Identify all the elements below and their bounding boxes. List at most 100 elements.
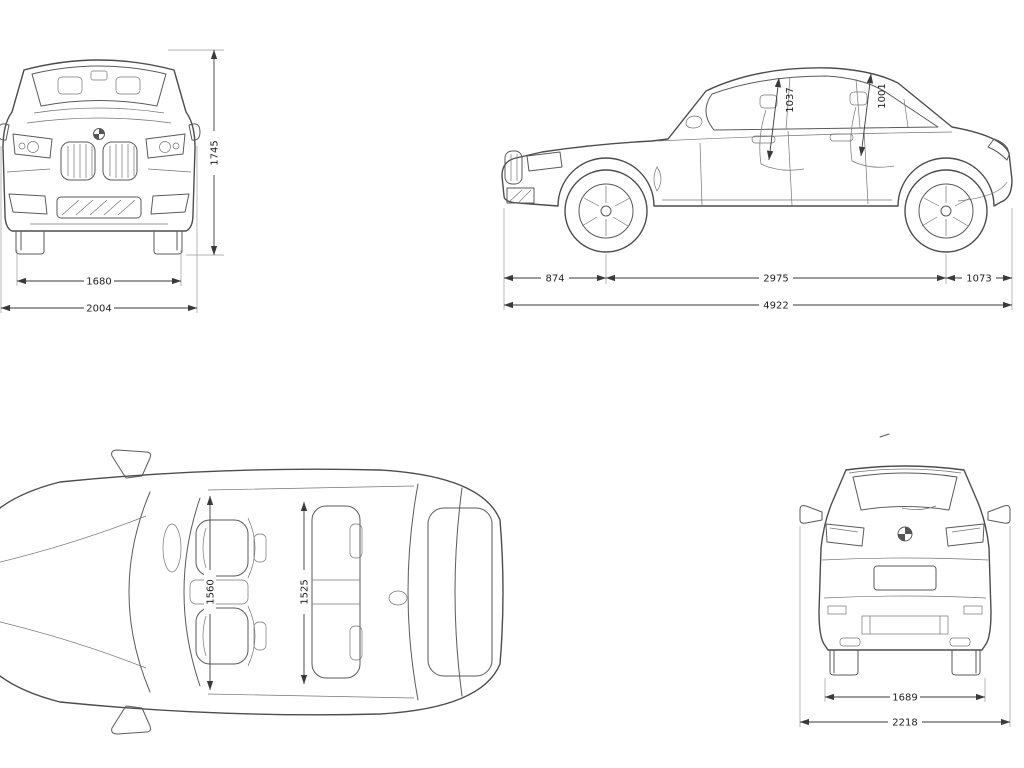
front-view: 1745 1680 2004 (0, 49, 224, 315)
dim-width-with-mirrors-value: 2218 (892, 718, 917, 729)
top-rear-armrest-lines (312, 579, 360, 605)
dim-rear-headroom: 1001 (858, 73, 888, 157)
side-front-wheel (564, 169, 648, 253)
dim-front-headroom: 1037 (766, 77, 796, 161)
top-front-seat-left-back (202, 517, 256, 579)
front-kidney-grille-right (102, 141, 138, 181)
rear-mirror-left (799, 505, 823, 524)
rear-license-recess (873, 565, 937, 591)
side-extension-lines (503, 208, 1013, 310)
side-view: 1037 1001 874 2975 1073 4922 (501, 67, 1013, 312)
dim-overall-height-value: 1745 (210, 140, 221, 165)
side-rear-seat (850, 106, 895, 168)
front-rearview-mirror (90, 70, 108, 81)
dim-front-overhang-value: 874 (545, 274, 564, 285)
rear-mirror-right (987, 505, 1011, 524)
top-mirror-left (111, 449, 151, 479)
rear-wheels (829, 649, 981, 676)
top-windshield-arc (183, 497, 201, 687)
front-headrest-right (115, 76, 141, 95)
top-front-seat-right-headrest (253, 621, 267, 651)
rear-diffuser (861, 615, 949, 635)
front-intake-hatch (61, 199, 136, 216)
top-fuel-cap (388, 590, 408, 606)
side-beltline (657, 131, 953, 142)
top-rear-headrest-right (349, 625, 363, 661)
dim-rear-interior-width-value: 1525 (300, 579, 311, 604)
rear-taillight-left (825, 523, 865, 547)
side-rear-seat-headrest (849, 91, 868, 106)
side-front-seat-headrest (759, 94, 778, 109)
side-kidney-grille (504, 150, 523, 185)
front-headlight-right-lens2 (172, 142, 180, 150)
top-view: 1560 1525 (0, 449, 504, 735)
front-headlight-right-lens (159, 141, 171, 153)
front-side-scoops (8, 193, 190, 215)
side-front-seat (759, 109, 805, 171)
rear-reflector-left (827, 605, 847, 615)
rear-exhaust-right (949, 637, 971, 647)
front-kidney-grille-left (60, 141, 96, 181)
dim-wheelbase-value: 2975 (763, 274, 788, 285)
top-front-seat-right-back (202, 605, 256, 667)
top-front-seat-left (195, 519, 249, 577)
dim-wheelbase: 2975 (605, 272, 947, 285)
side-door-seams (699, 128, 869, 206)
front-headlight-left (12, 133, 53, 159)
side-rear-wheel (904, 169, 988, 253)
top-hood-creases (0, 515, 147, 669)
side-door-handle-rear (829, 133, 854, 142)
dim-overall-length-value: 4922 (763, 301, 788, 312)
top-trunk (427, 507, 493, 677)
brand-roundel-icon (93, 128, 105, 140)
dim-front-interior-width: 1560 (204, 495, 217, 691)
front-bumper-lines (6, 168, 192, 225)
dim-front-overhang: 874 (503, 272, 607, 285)
top-center-console (189, 579, 249, 605)
side-front-intake (506, 187, 535, 204)
rear-antenna-mark (879, 433, 890, 438)
rear-tailgate-seams (821, 557, 989, 599)
rear-spoiler-line (848, 468, 962, 474)
top-rear-bench (311, 505, 361, 679)
front-body-outline (2, 59, 196, 232)
dim-front-headroom-value: 1037 (785, 87, 796, 112)
top-rear-window-arcs (407, 483, 463, 701)
side-taillight (987, 138, 1010, 161)
dim-rear-overhang: 1073 (945, 272, 1013, 285)
dim-overall-width: 2004 (0, 302, 198, 315)
top-front-seat-left-headrest (253, 533, 267, 563)
rear-taillight-right-line (951, 527, 981, 533)
dim-rear-headroom-value: 1001 (877, 83, 888, 108)
side-mirror (685, 115, 703, 129)
rear-extension-lines (799, 526, 1011, 727)
dim-rear-overhang-value: 1073 (966, 274, 991, 285)
top-body-outline (0, 468, 504, 716)
top-mirror-right (111, 705, 151, 735)
side-body-outline (501, 67, 1013, 207)
side-grille-bars (510, 154, 518, 181)
side-intake-hatch (509, 189, 532, 203)
front-headlight-left-lens (27, 141, 39, 153)
rear-body-outline (818, 465, 992, 651)
dim-overall-height: 1745 (208, 49, 221, 256)
rear-taillight-right (945, 523, 985, 547)
side-rear-bumper-line (957, 181, 1008, 202)
rear-taillight-left-line (829, 527, 859, 533)
front-grille-bars (67, 144, 135, 178)
side-headlight (526, 151, 563, 172)
front-hood-creases (26, 107, 172, 124)
rear-window (852, 472, 958, 511)
dim-width-with-mirrors: 2218 (799, 716, 1011, 729)
front-center-intake (56, 196, 142, 219)
rear-diffuser-lines (869, 616, 941, 634)
top-roof-rails (207, 485, 415, 699)
top-cowl-arc (128, 491, 151, 693)
front-mirror-left (0, 123, 10, 141)
rear-reflector-right (963, 605, 983, 615)
front-extension-lines (0, 49, 224, 313)
front-windshield (31, 65, 167, 107)
rear-view: 1689 2218 (799, 433, 1011, 729)
front-headlight-left-lens2 (18, 142, 26, 150)
